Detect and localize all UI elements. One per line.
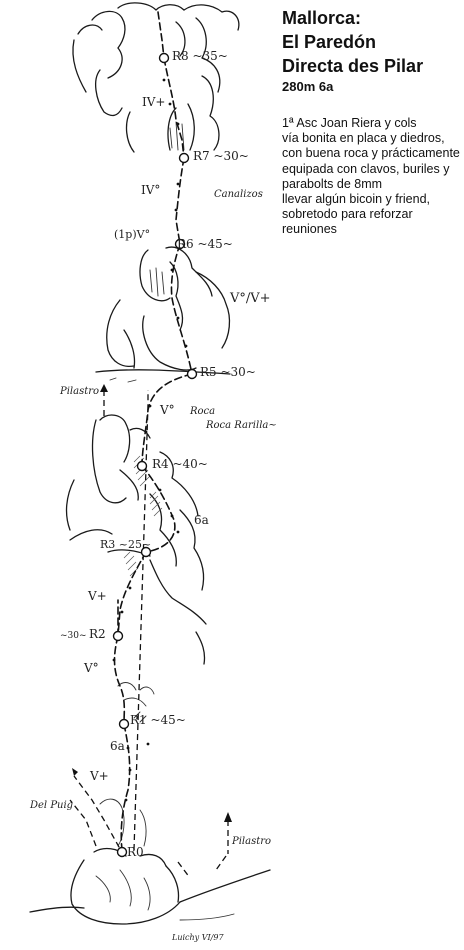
route-title-line-3: Directa des Pilar (282, 56, 424, 76)
bolt-marks (112, 78, 188, 802)
approach-arrows (69, 384, 232, 879)
pitch-grades: IV+ IV° (1p)V° V°/V+ V° 6a V+ V° 6a V+ (83, 95, 271, 783)
description-line: sobretodo para reforzar (282, 207, 413, 222)
topo-notes: Canalizos Roca Roca Rarilla~ Pilastro Pi… (29, 189, 277, 942)
note-pilastro-bottom: Pilastro (231, 836, 271, 847)
description-line: con buena roca y prácticamente (282, 146, 460, 161)
arrow-head-del-puig (72, 768, 78, 776)
route-info-panel: Mallorca: El Paredón Directa des Pilar 2… (282, 6, 462, 238)
description-line: llevar algún bicoin y friend, (282, 192, 430, 207)
description-line: parabolts de 8mm (282, 176, 383, 191)
belay-r2-icon (112, 630, 124, 642)
grade-pitch-1: 6a (110, 739, 125, 753)
belay-r1-icon (118, 718, 130, 730)
description-line: 1ª Asc Joan Riera y cols (282, 116, 417, 130)
note-pilastro-top: Pilastro (59, 386, 99, 397)
belay-r2-length: ~30~ (60, 631, 87, 641)
belay-r5-icon (186, 368, 198, 380)
belay-label-r7: R7 ~30~ (193, 149, 249, 163)
grade-pitch-8: IV+ (142, 95, 165, 109)
belay-label-r1: R1 ~45~ (130, 713, 186, 727)
description-line: vía bonita en placa y diedros, (282, 131, 445, 146)
belay-r6-icon (174, 238, 186, 250)
belay-r0-icon (116, 846, 128, 858)
arrow-head-pilastro-top (100, 384, 108, 392)
grade-pitch-2: V° (83, 661, 99, 675)
grade-pitch-6: (1p)V° (114, 228, 150, 241)
belay-stations (112, 52, 198, 858)
belay-label-r3: R3 ~25~ (100, 538, 151, 551)
route-title-line-1: Mallorca: (282, 8, 362, 28)
route-description: 1ª Asc Joan Riera y cols vía bonita en p… (282, 116, 462, 238)
route-length-grade: 280m 6a (282, 79, 334, 94)
belay-labels: R8 ~35~ R7 ~30~ R6 ~45~ R5 ~30~ R4 ~40~ … (60, 49, 256, 859)
belay-r7-icon (178, 152, 190, 164)
rock-outlines (29, 2, 271, 925)
belay-label-r6: R6 ~45~ (177, 237, 233, 251)
belay-label-r0: R0 (127, 845, 144, 859)
note-canalizos: Canalizos (214, 189, 263, 200)
belay-label-r4: R4 ~40~ (152, 457, 208, 471)
grade-pitch-0: V+ (89, 769, 109, 783)
belay-label-r8: R8 ~35~ (172, 49, 228, 63)
belay-r8-icon (158, 52, 170, 64)
signature: Luichy VI/97 (171, 933, 224, 942)
grade-pitch-4: 6a (194, 513, 209, 527)
note-roca: Roca (189, 406, 215, 417)
grade-pitch-6-alt: V°/V+ (229, 291, 271, 306)
belay-label-r5: R5 ~30~ (200, 365, 256, 379)
belay-label-r2: R2 (89, 627, 106, 641)
belay-r3-icon (140, 546, 152, 558)
arrow-head-pilastro-bottom (224, 812, 232, 822)
grade-pitch-7: IV° (141, 183, 160, 197)
grade-pitch-5: V° (159, 403, 175, 417)
description-line: equipada con clavos, buriles y (282, 161, 450, 176)
grade-pitch-3: V+ (87, 589, 107, 603)
description-line: reuniones (282, 222, 337, 237)
route-title-line-2: El Paredón (282, 32, 377, 52)
note-roca-rarilla: Roca Rarilla~ (205, 420, 277, 431)
note-del-puig: Del Puig (29, 800, 73, 811)
belay-r4-icon (136, 460, 148, 472)
